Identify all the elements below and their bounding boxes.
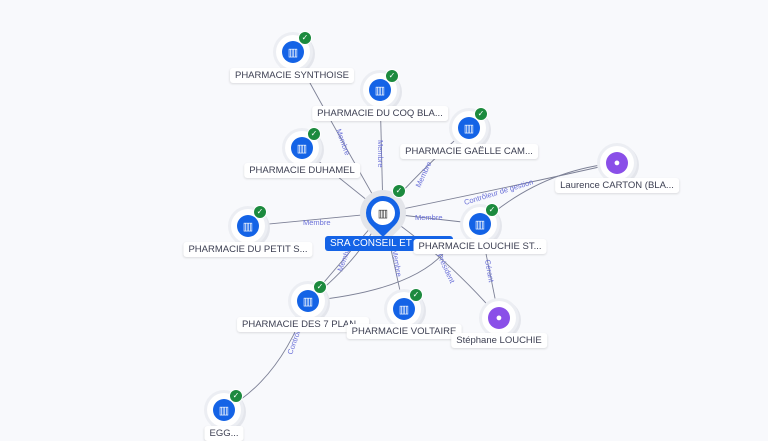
company-icon: ▥ — [237, 215, 259, 237]
edge-label-membre: Membre — [376, 140, 385, 168]
node-gaelle[interactable]: ▥✓ — [452, 107, 488, 145]
node-label[interactable]: EGG... — [204, 426, 244, 441]
verified-check-icon: ✓ — [307, 127, 321, 141]
node-label[interactable]: PHARMACIE SYNTHOISE — [229, 68, 355, 83]
node-label[interactable]: PHARMACIE DUHAMEL — [244, 163, 360, 178]
node-laurence[interactable]: ● — [600, 146, 634, 180]
node-egg[interactable]: ▥✓ — [207, 389, 243, 427]
node-label[interactable]: PHARMACIE DU COQ BLA... — [312, 106, 448, 121]
company-icon: ▥ — [393, 298, 415, 320]
verified-check-icon: ✓ — [253, 205, 267, 219]
verified-check-icon: ✓ — [385, 69, 399, 83]
node-label[interactable]: PHARMACIE VOLTAIRE — [346, 324, 462, 339]
person-icon: ● — [606, 152, 628, 174]
company-icon: ▥ — [282, 41, 304, 63]
edge-label-membre: Membre — [390, 249, 404, 278]
node-petit[interactable]: ▥✓ — [231, 205, 267, 243]
edge-label-gerant: Gérant — [483, 259, 496, 284]
company-icon: ▥ — [371, 201, 395, 225]
node-label[interactable]: Laurence CARTON (BLA... — [555, 178, 679, 193]
verified-check-icon: ✓ — [298, 31, 312, 45]
node-label[interactable]: PHARMACIE DES 7 PLAN... — [237, 317, 369, 332]
node-duhamel[interactable]: ▥✓ — [285, 127, 321, 165]
node-stephane[interactable]: ● — [482, 301, 516, 335]
company-icon: ▥ — [213, 399, 235, 421]
company-icon: ▥ — [297, 290, 319, 312]
verified-check-icon: ✓ — [474, 107, 488, 121]
node-label[interactable]: PHARMACIE LOUCHIE ST... — [413, 239, 547, 254]
company-icon: ▥ — [458, 117, 480, 139]
verified-check-icon: ✓ — [485, 203, 499, 217]
edge-label-president: Président — [435, 252, 457, 285]
verified-check-icon: ✓ — [313, 280, 327, 294]
edge-label-membre: Membre — [414, 160, 434, 189]
node-label[interactable]: PHARMACIE DU PETIT S... — [183, 242, 313, 257]
node-coq[interactable]: ▥✓ — [363, 69, 399, 107]
node-des7[interactable]: ▥✓ — [291, 280, 327, 318]
verified-check-icon: ✓ — [229, 389, 243, 403]
company-icon: ▥ — [469, 213, 491, 235]
node-label[interactable]: Stéphane LOUCHIE — [451, 333, 547, 348]
person-icon: ● — [488, 307, 510, 329]
node-louchie[interactable]: ▥✓ — [463, 203, 499, 241]
company-icon: ▥ — [291, 137, 313, 159]
edge-label-membre: Membre — [415, 213, 443, 222]
company-icon: ▥ — [369, 79, 391, 101]
verified-check-icon: ✓ — [409, 288, 423, 302]
node-voltaire[interactable]: ▥✓ — [387, 288, 423, 326]
node-label[interactable]: PHARMACIE GAËLLE CAM... — [400, 144, 538, 159]
edge-label-membre: Membre — [303, 218, 331, 227]
node-synthoise[interactable]: ▥✓ — [276, 31, 312, 69]
edge-label-membre: Membre — [334, 128, 352, 157]
